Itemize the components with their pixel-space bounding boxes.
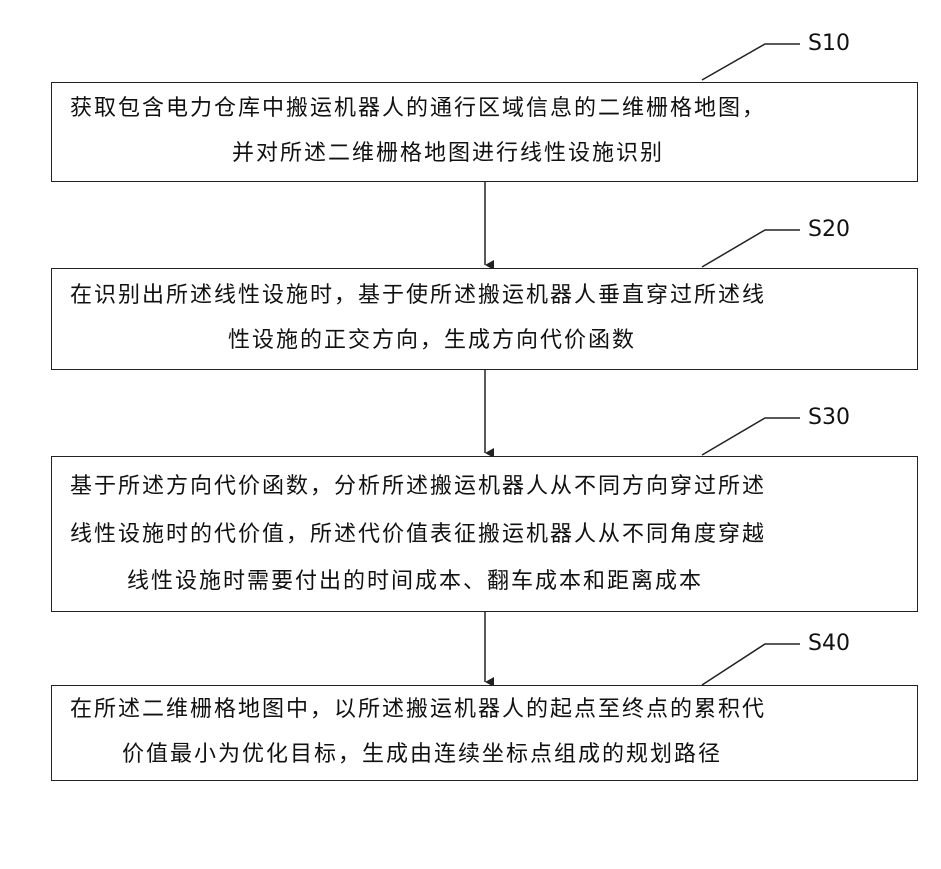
step-label-s40: S40 xyxy=(808,631,850,656)
step-box-s30: 基于所述方向代价函数，分析所述搬运机器人从不同方向穿过所述 线性设施时的代价值，… xyxy=(51,456,918,612)
step-text-line: 线性设施时需要付出的时间成本、翻车成本和距离成本 xyxy=(127,559,905,604)
leader-line-s30 xyxy=(702,418,800,455)
step-text-line: 在所述二维栅格地图中，以所述搬运机器人的起点至终点的累积代 xyxy=(70,687,905,732)
step-text-line: 基于所述方向代价函数，分析所述搬运机器人从不同方向穿过所述 xyxy=(70,464,905,509)
step-box-s10: 获取包含电力仓库中搬运机器人的通行区域信息的二维栅格地图， 并对所述二维栅格地图… xyxy=(51,82,918,182)
step-label-s20: S20 xyxy=(808,217,850,242)
step-text-line: 性设施的正交方向，生成方向代价函数 xyxy=(228,318,905,363)
step-box-s40: 在所述二维栅格地图中，以所述搬运机器人的起点至终点的累积代 价值最小为优化目标，… xyxy=(51,685,918,781)
leader-line-s20 xyxy=(702,230,800,267)
step-label-s30: S30 xyxy=(808,405,850,430)
leader-line-s40 xyxy=(702,644,800,685)
step-text-line: 价值最小为优化目标，生成由连续坐标点组成的规划路径 xyxy=(122,732,905,777)
step-text-line: 线性设施时的代价值，所述代价值表征搬运机器人从不同角度穿越 xyxy=(70,512,905,557)
step-text-line: 并对所述二维栅格地图进行线性设施识别 xyxy=(232,131,905,176)
step-text-line: 获取包含电力仓库中搬运机器人的通行区域信息的二维栅格地图， xyxy=(70,86,905,131)
step-text-line: 在识别出所述线性设施时，基于使所述搬运机器人垂直穿过所述线 xyxy=(70,273,905,318)
step-label-s10: S10 xyxy=(808,31,850,56)
step-box-s20: 在识别出所述线性设施时，基于使所述搬运机器人垂直穿过所述线 性设施的正交方向，生… xyxy=(51,268,918,370)
leader-line-s10 xyxy=(702,44,800,80)
